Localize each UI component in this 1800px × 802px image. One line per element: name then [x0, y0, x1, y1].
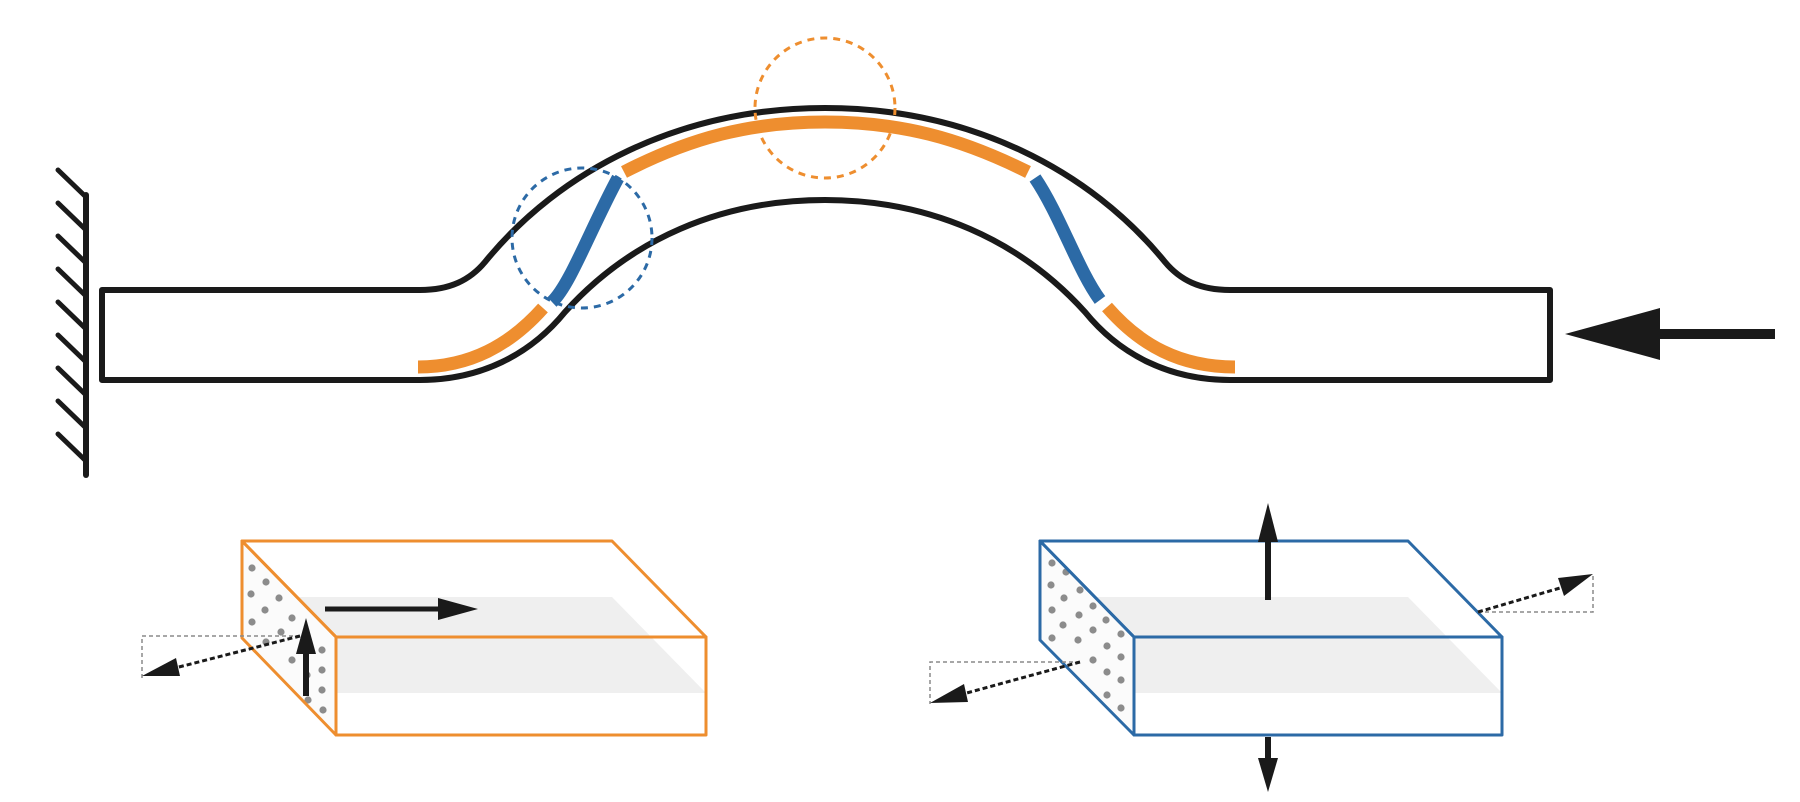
blue-block-out-of-plane-helper-right	[1477, 573, 1594, 614]
orange-segment-right	[1102, 302, 1236, 374]
orange-block-midplane	[242, 597, 706, 693]
orange-segment-top	[621, 115, 1031, 178]
blue-block-midplane	[1040, 597, 1502, 693]
compressive-load-arrow	[1565, 308, 1775, 360]
blue-block-out-of-plane-helper-left	[929, 660, 1081, 704]
blue-element-block	[929, 503, 1594, 792]
blue-segment-left	[547, 174, 624, 307]
blue-block-end-face	[1040, 541, 1134, 735]
orange-highlight-circle	[753, 36, 897, 180]
fixed-wall-support	[55, 167, 89, 478]
mid-line-segments	[417, 115, 1236, 374]
blue-block-dots	[1047, 559, 1125, 712]
orange-block-out-of-plane-helper	[141, 634, 301, 678]
blue-highlight-circle	[510, 166, 654, 310]
buckled-strip	[99, 105, 1553, 383]
orange-element-block	[141, 539, 708, 737]
blue-segment-right	[1029, 174, 1106, 304]
orange-segment-left	[417, 303, 548, 374]
